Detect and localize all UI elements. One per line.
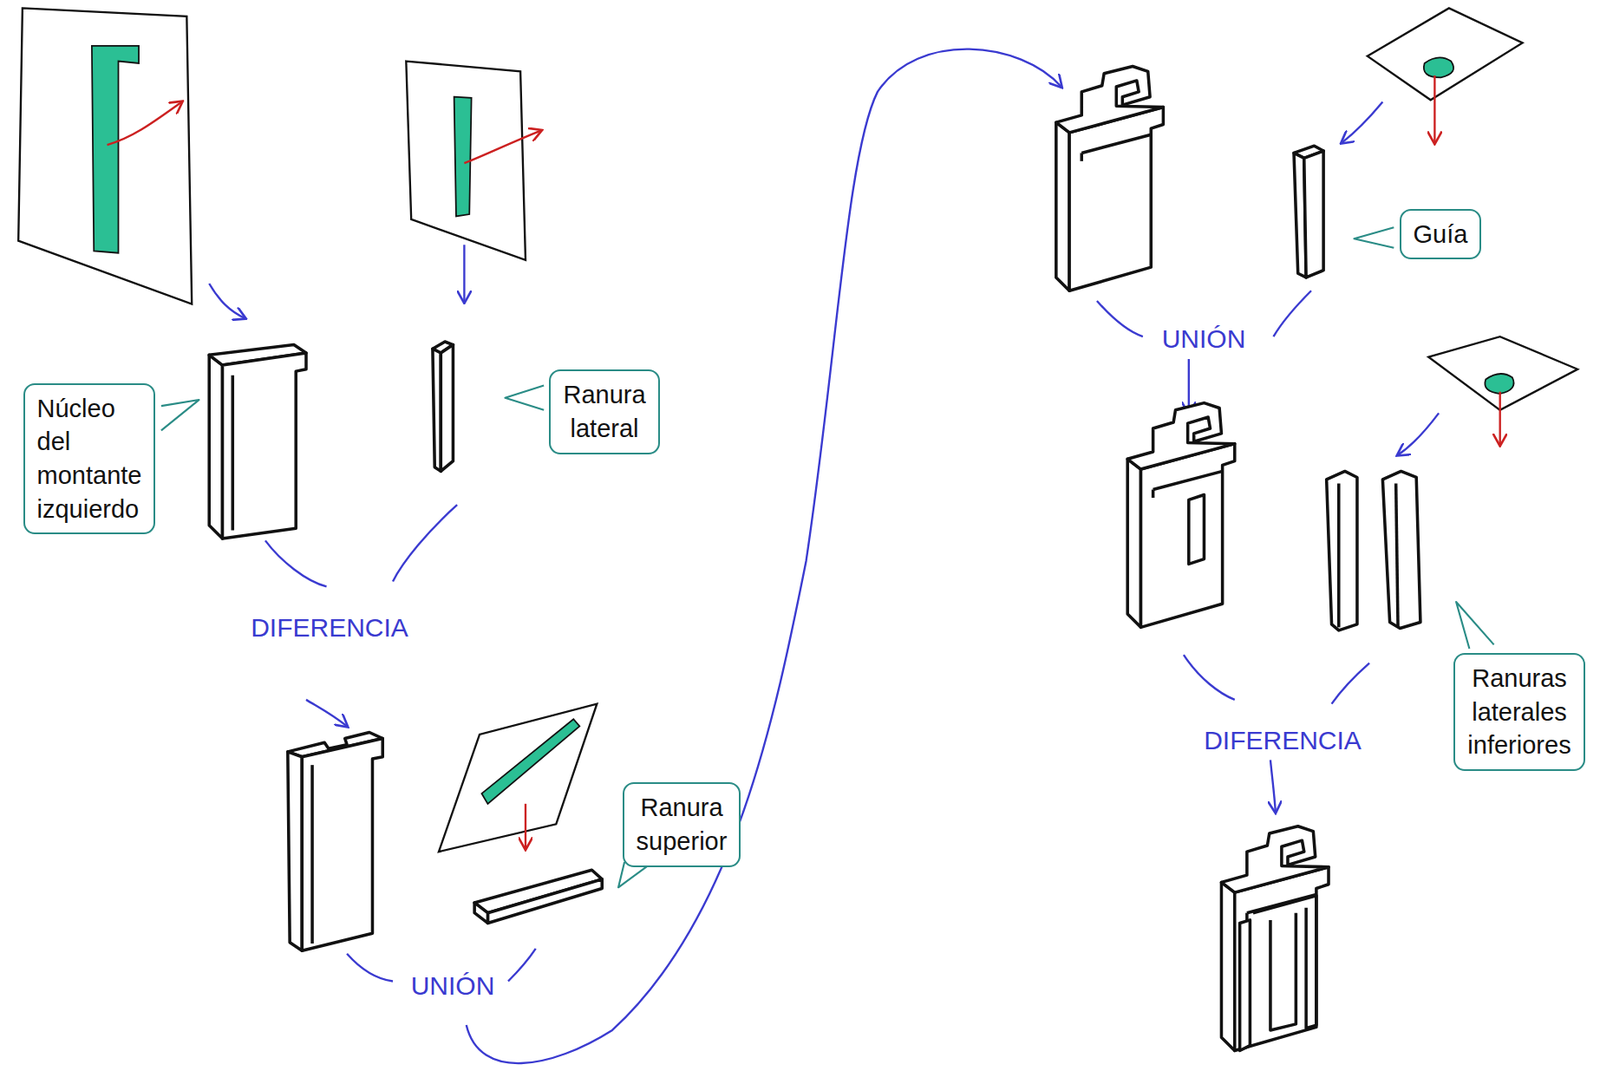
callout-text: Ranuras laterales inferiores [1467, 661, 1571, 763]
operation-label: DIFERENCIA [247, 613, 412, 643]
callout-text: Ranura lateral [562, 378, 646, 445]
callout-tails [161, 227, 1495, 888]
callout-box: Núcleo del montante izquierdo [23, 383, 157, 535]
callout-box: Ranuras laterales inferiores [1453, 653, 1585, 771]
operation-label: DIFERENCIA [1200, 725, 1365, 756]
profile-sketches [91, 45, 1515, 804]
sketch-planes [18, 7, 1578, 852]
callout-text: Núcleo del montante izquierdo [37, 391, 143, 526]
callout-text: Ranura superior [636, 790, 728, 858]
callout-text: Guía [1413, 217, 1469, 252]
callout-box: Ranura superior [622, 782, 742, 867]
callout-box: Ranura lateral [548, 369, 660, 454]
callout-box: Guía [1399, 208, 1483, 261]
operation-label: UNIÓN [1158, 324, 1250, 354]
solid-sketches [208, 65, 1421, 1051]
operation-label: UNIÓN [407, 971, 499, 1001]
extrusion-arrows [107, 75, 1501, 849]
flow-strokes [208, 49, 1439, 1065]
